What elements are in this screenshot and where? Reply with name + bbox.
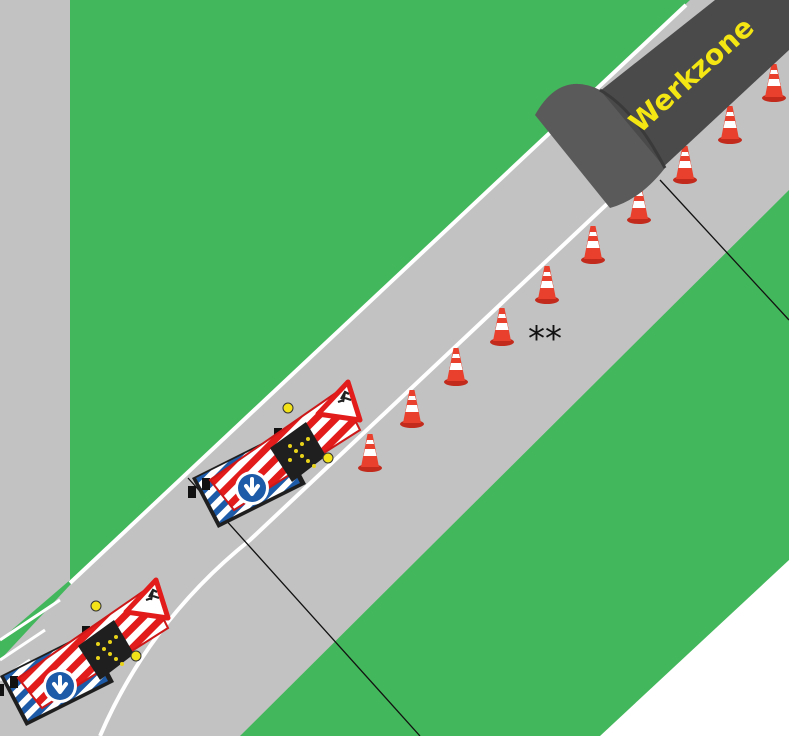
- work-zone-box: [595, 0, 789, 170]
- lane-line: [98, 58, 762, 736]
- white-area: [600, 560, 789, 736]
- distance-line-2: [659, 179, 789, 321]
- side-road: [0, 0, 70, 640]
- work-zone-tunnel-end: [535, 83, 665, 208]
- footnote-marker: **: [528, 319, 562, 359]
